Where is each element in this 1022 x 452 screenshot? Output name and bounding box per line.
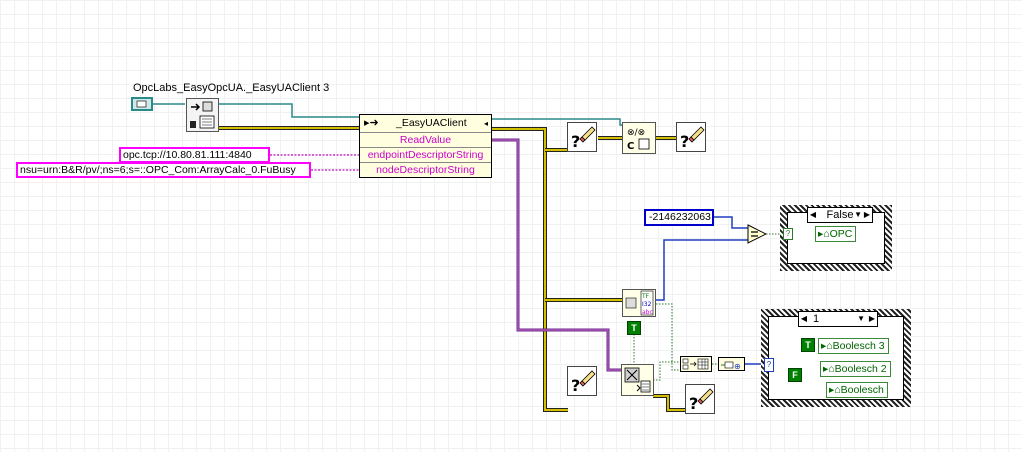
svg-text:?: ? [680, 132, 689, 151]
case-dropdown-icon[interactable]: ▼ [854, 210, 862, 219]
error-handler-node-3[interactable]: ? [567, 366, 597, 396]
case-structure-top[interactable]: ◀ False ▼ ▶ ? ▸⌂OPC [780, 205, 892, 271]
boolean-wire-3 [656, 303, 680, 371]
invoke-header: ▸➜ _EasyUAClient ◂ [360, 115, 491, 133]
svg-text:I32: I32 [642, 301, 652, 308]
string-wires [270, 154, 362, 171]
numeric-wire-2 [656, 239, 748, 301]
clear-errors-icon: ⊗/⊗ C [627, 128, 650, 152]
true-constant[interactable]: T [627, 321, 641, 335]
svg-text:?: ? [571, 376, 580, 395]
numeric-wires [656, 216, 762, 365]
error-wire-7 [653, 394, 686, 412]
refnum-icon [136, 100, 147, 108]
variant-type-node[interactable]: TF I32 abc [622, 289, 656, 317]
boolean-wire-5 [653, 361, 680, 381]
case-selector-terminal: ? [783, 228, 793, 240]
case-selector-terminal: ? [764, 358, 774, 372]
case-dropdown-icon[interactable]: ▼ [857, 314, 865, 323]
case-selector-value: False [826, 209, 854, 221]
svg-text:C: C [627, 141, 634, 152]
case-structure-bottom[interactable]: ◀ 1 ▼ ▶ ? T F ▸⌂Boolesch 3 ▸⌂Boolesch 2 … [761, 309, 911, 407]
refnum-out-terminal-icon: ◂ [483, 119, 488, 128]
svg-text:⊕: ⊕ [734, 362, 741, 371]
case-selector-value: 1 [813, 313, 820, 325]
case-prev-icon[interactable]: ◀ [809, 210, 817, 219]
error-icon: ? [689, 388, 714, 413]
local-variable-boolesch-3[interactable]: ▸⌂Boolesch 3 [818, 338, 889, 354]
refnum-wire-2 [217, 103, 360, 118]
variant-to-data-node[interactable]: ⊗/⊗ C [622, 122, 656, 154]
error-code-constant[interactable]: -2146232063 [644, 209, 714, 226]
constructor-node[interactable] [186, 98, 219, 132]
local-variable-label: Boolesch 2 [834, 363, 887, 375]
numeric-wire-1 [713, 216, 748, 229]
error-wire-2 [492, 127, 568, 412]
local-variable-boolesch-2[interactable]: ▸⌂Boolesch 2 [820, 361, 891, 377]
case-prev-icon[interactable]: ◀ [800, 314, 808, 323]
local-variable-icon: ▸⌂ [818, 228, 830, 240]
svg-text:?: ? [689, 394, 698, 413]
false-constant-case[interactable]: F [788, 368, 802, 382]
class-refnum-constant[interactable] [131, 97, 153, 111]
refnum-wire-3 [492, 118, 640, 126]
local-variable-label: Boolesch [840, 384, 884, 396]
local-variable-icon: ▸⌂ [829, 384, 841, 396]
error-wires [219, 126, 686, 412]
error-handler-node-4[interactable]: ? [685, 384, 715, 414]
invoke-arrow-icon: ▸➜ [364, 117, 379, 129]
local-variable-icon: ▸⌂ [821, 340, 833, 352]
svg-text:abc: abc [642, 309, 653, 316]
invoke-method-name[interactable]: ReadValue [360, 132, 491, 147]
invoke-param-node[interactable]: nodeDescriptorString [360, 162, 491, 177]
build-array-node[interactable] [680, 356, 712, 372]
variant-to-data-bool-node[interactable] [621, 364, 654, 396]
constructor-icon [190, 101, 215, 129]
case-next-icon[interactable]: ▶ [868, 314, 876, 323]
build-array-icon [682, 358, 709, 370]
svg-text:TF: TF [641, 293, 650, 300]
node-string-constant[interactable]: nsu=urn:B&R/pv/;ns=6;s=::OPC_Com:ArrayCa… [16, 162, 311, 178]
error-handler-node-2[interactable]: ? [676, 122, 706, 152]
variant-convert-icon [624, 367, 651, 393]
client-label: OpcLabs_EasyOpcUA._EasyUAClient 3 [133, 82, 330, 94]
invoke-node-readvalue[interactable]: ▸➜ _EasyUAClient ◂ ReadValue endpointDes… [359, 114, 492, 178]
svg-text:?: ? [571, 132, 580, 151]
equal-node[interactable] [747, 224, 768, 244]
variant-wire [490, 138, 622, 372]
variant-to-data-icon: TF I32 abc [625, 290, 654, 316]
local-variable-opc[interactable]: ▸⌂OPC [815, 226, 857, 242]
local-variable-icon: ▸⌂ [823, 363, 835, 375]
local-variable-label: Boolesch 3 [832, 340, 885, 352]
true-constant-case[interactable]: T [801, 338, 815, 352]
svg-text:⊗/⊗: ⊗/⊗ [627, 128, 645, 138]
case-next-icon[interactable]: ▶ [863, 210, 871, 219]
invoke-class-name: _EasyUAClient [396, 117, 467, 129]
invoke-param-endpoint[interactable]: endpointDescriptorString [360, 147, 491, 162]
case-selector-bottom[interactable]: ◀ 1 ▼ ▶ [798, 311, 878, 327]
case-selector-top[interactable]: ◀ False ▼ ▶ [807, 207, 873, 223]
endpoint-string-constant[interactable]: opc.tcp://10.80.81.111:4840 [119, 147, 270, 163]
bool-to-number-icon: ⊕ [721, 361, 741, 371]
error-icon: ? [680, 126, 705, 151]
bool-array-to-number-node[interactable]: ⊕ [718, 357, 745, 371]
local-variable-boolesch[interactable]: ▸⌂Boolesch [826, 382, 888, 398]
local-variable-label: OPC [829, 228, 853, 240]
error-icon: ? [571, 126, 596, 151]
error-icon: ? [571, 370, 596, 395]
error-handler-node-1[interactable]: ? [567, 122, 597, 152]
equal-icon [747, 224, 768, 244]
